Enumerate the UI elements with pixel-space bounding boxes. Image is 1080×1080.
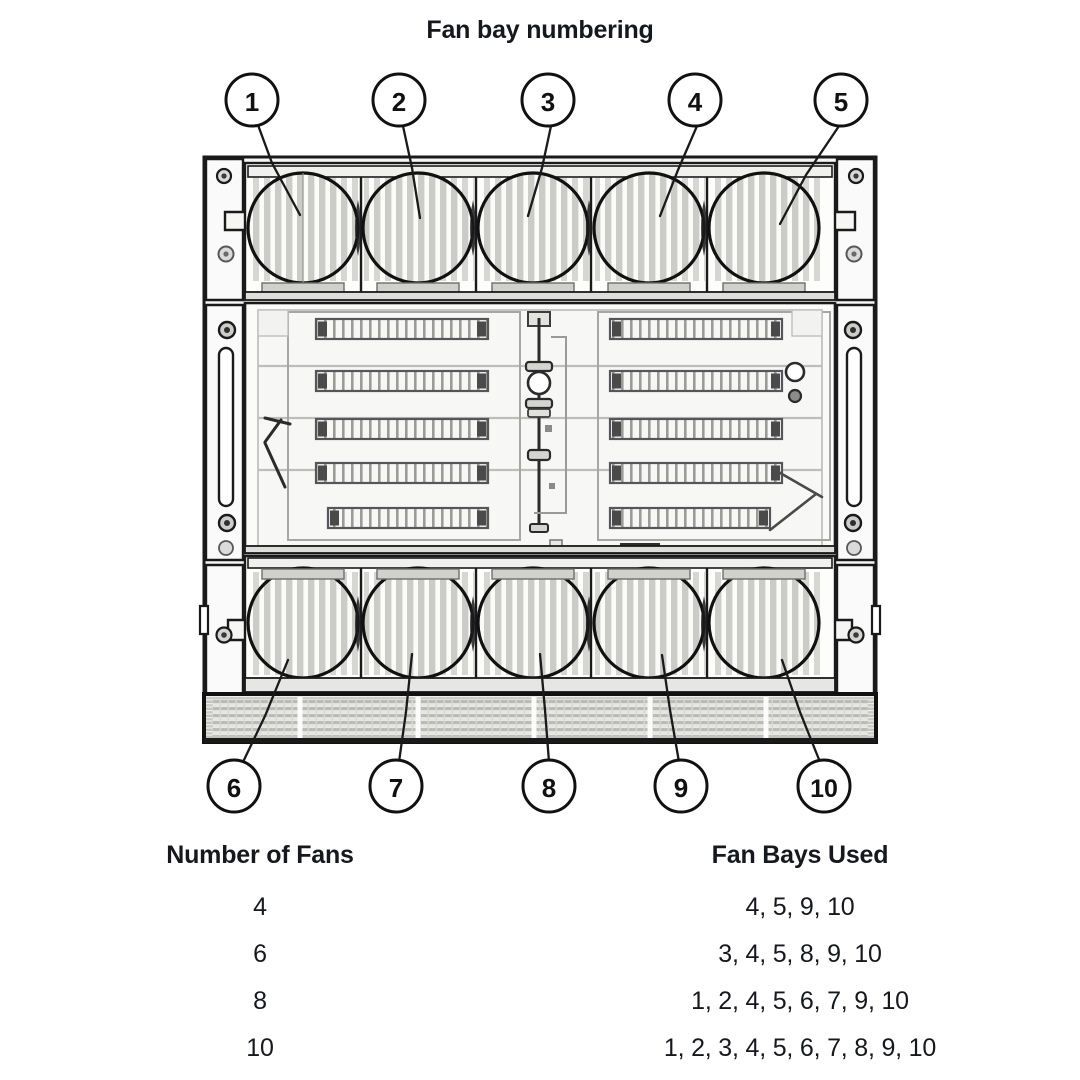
callout-bottom-9[interactable]: 9 xyxy=(653,758,709,814)
callout-label: 7 xyxy=(389,773,403,803)
module-slot[interactable] xyxy=(608,461,784,485)
right-latch-detail xyxy=(768,468,824,532)
module-slot[interactable] xyxy=(314,317,490,341)
fan-bay-9[interactable] xyxy=(592,566,706,680)
bottom-mesh-bezel xyxy=(202,692,878,744)
column-header-number-of-fans: Number of Fans xyxy=(166,841,354,869)
callout-label: 6 xyxy=(227,773,241,803)
cell-fan-bays-used: 1, 2, 4, 5, 6, 7, 9, 10 xyxy=(691,987,909,1015)
callout-label: 2 xyxy=(392,87,406,117)
top-fan-row xyxy=(243,161,837,301)
fan-bay-4[interactable] xyxy=(592,171,706,296)
center-spine xyxy=(524,311,567,533)
table-header-row: Number of Fans Fan Bays Used xyxy=(0,838,1080,884)
callout-label: 5 xyxy=(834,87,848,117)
fan-bay-7[interactable] xyxy=(361,566,475,680)
cell-number-of-fans: 10 xyxy=(246,1034,274,1062)
fan-bay-10[interactable] xyxy=(707,566,822,680)
callout-bottom-6[interactable]: 6 xyxy=(206,758,262,814)
left-module-cage xyxy=(287,311,521,541)
module-slot[interactable] xyxy=(608,417,784,441)
cell-fan-bays-used: 3, 4, 5, 8, 9, 10 xyxy=(718,940,882,968)
spine-clamp xyxy=(524,397,554,410)
rail-screw-icon xyxy=(846,540,862,556)
rail-handle-slot xyxy=(845,346,863,508)
fan-bay-5[interactable] xyxy=(707,171,822,296)
table-row: 6 3, 4, 5, 8, 9, 10 xyxy=(0,931,1080,978)
cell-number-of-fans: 8 xyxy=(253,987,267,1015)
table-row: 10 1, 2, 3, 4, 5, 6, 7, 8, 9, 10 xyxy=(0,1025,1080,1072)
midplane-section xyxy=(243,301,837,555)
module-slot[interactable] xyxy=(314,461,490,485)
status-indicators xyxy=(784,361,806,404)
callout-top-2[interactable]: 2 xyxy=(371,72,427,128)
callout-bottom-10[interactable]: 10 xyxy=(796,758,852,814)
module-slot[interactable] xyxy=(314,417,490,441)
callout-top-1[interactable]: 1 xyxy=(224,72,280,128)
fan-bay-2[interactable] xyxy=(361,171,475,296)
cell-number-of-fans: 4 xyxy=(253,893,267,921)
callout-top-5[interactable]: 5 xyxy=(813,72,869,128)
bottom-fan-row xyxy=(243,554,837,695)
module-slot[interactable] xyxy=(326,506,490,530)
status-led-icon xyxy=(787,388,803,404)
cell-fan-bays-used: 1, 2, 3, 4, 5, 6, 7, 8, 9, 10 xyxy=(663,1034,937,1062)
module-slot[interactable] xyxy=(314,369,490,393)
cell-number-of-fans: 6 xyxy=(253,940,267,968)
column-header-fan-bays-used: Fan Bays Used xyxy=(711,841,889,869)
top-leader-lines xyxy=(256,123,841,226)
callout-bottom-7[interactable]: 7 xyxy=(368,758,424,814)
fan-bay-3[interactable] xyxy=(476,171,590,296)
table-row: 4 4, 5, 9, 10 xyxy=(0,884,1080,931)
module-slot[interactable] xyxy=(608,317,784,341)
cell-fan-bays-used: 4, 5, 9, 10 xyxy=(745,893,855,921)
page-title: Fan bay numbering xyxy=(426,16,654,44)
spine-ring-icon xyxy=(526,370,552,396)
left-latch-detail xyxy=(263,416,292,489)
fan-population-table: Number of Fans Fan Bays Used 4 4, 5, 9, … xyxy=(0,838,1080,1072)
fan-bay-8[interactable] xyxy=(476,566,590,680)
table-row: 8 1, 2, 4, 5, 6, 7, 9, 10 xyxy=(0,978,1080,1025)
fan-bay-1[interactable] xyxy=(246,171,360,296)
callout-top-4[interactable]: 4 xyxy=(667,72,723,128)
callout-label: 1 xyxy=(245,87,259,117)
callout-label: 4 xyxy=(688,87,703,117)
rail-handle-slot xyxy=(217,346,235,508)
callout-label: 3 xyxy=(541,87,555,117)
callout-label: 9 xyxy=(674,773,688,803)
callout-label: 10 xyxy=(810,775,838,803)
fan-bay-6[interactable] xyxy=(246,566,360,680)
rail-screw-icon xyxy=(218,540,234,556)
module-slot[interactable] xyxy=(608,506,772,530)
callout-label: 8 xyxy=(542,773,556,803)
callout-bottom-8[interactable]: 8 xyxy=(521,758,577,814)
module-slot[interactable] xyxy=(608,369,784,393)
callout-top-3[interactable]: 3 xyxy=(520,72,576,128)
left-mounting-rail xyxy=(198,157,245,708)
status-led-icon xyxy=(784,361,806,383)
bottom-leader-lines xyxy=(241,652,822,764)
spine-clamp xyxy=(526,448,552,462)
spine-clamp xyxy=(524,360,554,373)
right-mounting-rail xyxy=(835,157,882,708)
